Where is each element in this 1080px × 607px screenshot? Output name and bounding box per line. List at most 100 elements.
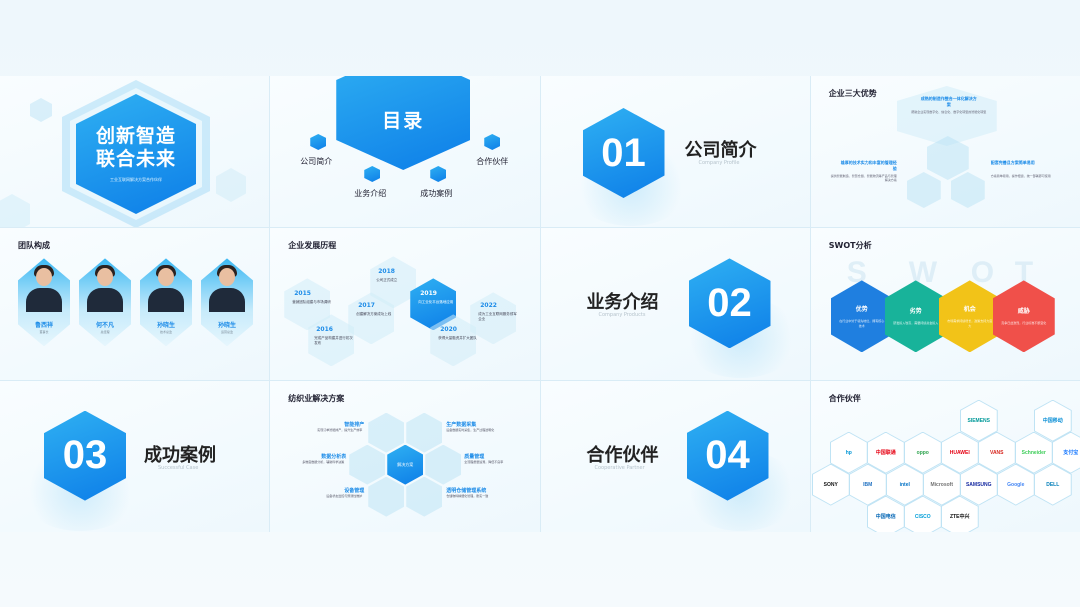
- case-icon: [430, 166, 447, 182]
- partner-logo-text: VANS: [989, 449, 1004, 456]
- member-name: 孙晓生: [217, 322, 236, 330]
- solution-icon-hex: [425, 444, 462, 485]
- solution-label: 设备管理: [344, 487, 365, 494]
- slide-team[interactable]: 团队构成 鲁西祥 董事长 何不凡 总经理 孙晓生 技术总监: [0, 228, 270, 380]
- solution-icon-hex: [349, 444, 386, 485]
- solution-desc: 多维度数据分析，辅助科学决策: [302, 459, 345, 464]
- cover-title-line2: 联合未来: [95, 148, 176, 170]
- timeline-year: 2017: [358, 302, 375, 310]
- slide-section-02[interactable]: 业务介绍 Company Products 02: [540, 228, 810, 380]
- avatar-face: [97, 268, 113, 287]
- slide-title: 企业发展历程: [288, 241, 337, 251]
- team-member: 孙晓生 运营总监: [201, 258, 253, 347]
- slide-grid: 创新智造 联合未来 工业互联网解决方案合作伙伴 目录 公司简介 业务介绍 成功案…: [0, 76, 1080, 532]
- solution-desc: 仓储物料精细化管理，账实一致: [446, 493, 489, 498]
- partner-logo-text: SAMSUNG: [965, 481, 992, 488]
- partner-logo-text: 中国联通: [875, 450, 896, 457]
- timeline-year: 2019: [420, 290, 437, 298]
- timeline-desc: 完成产品构建并进行初次发布: [314, 336, 353, 346]
- slide-cover[interactable]: 创新智造 联合未来 工业互联网解决方案合作伙伴: [0, 76, 270, 228]
- slide-textile[interactable]: 纺织业解决方案 解决方案 智能排产 实现订单智能排产，提升生产效率 生产数据采集…: [270, 380, 540, 532]
- toc-hex: 目录: [336, 76, 471, 170]
- toc-title: 目录: [382, 109, 425, 132]
- timeline-desc: 公司正式成立: [376, 278, 398, 283]
- timeline-desc: 营销团队组建与市场调研: [292, 300, 331, 305]
- swot-desc: 竞争日益激烈，行业标准不断变化: [1001, 321, 1047, 326]
- solution-desc: 设备数据实时采集，生产过程透明化: [446, 427, 495, 432]
- solution-icon-hex: [406, 476, 443, 517]
- slide-title: 纺织业解决方案: [288, 393, 345, 403]
- avatar-body: [87, 288, 123, 313]
- slide-section-01[interactable]: 01 公司简介 Company Profile: [540, 76, 810, 228]
- partner-logo-text: HUAWEI: [949, 449, 970, 456]
- advantage-desc-2: 提供智能制造、智慧仓储、智能物流等产品与管理解决方案: [830, 174, 897, 182]
- decor-hex: [216, 168, 246, 202]
- solution-item: 智能排产 实现订单智能排产，提升生产效率: [292, 421, 364, 433]
- timeline-year: 2016: [316, 326, 333, 334]
- swot-title: 优势: [855, 305, 868, 313]
- swot-opportunity: 机会 市场需求持续增长，政策支持力度大: [938, 280, 1001, 353]
- partner-logo-text: 中国移动: [1042, 418, 1063, 425]
- swot-weakness: 劣势 研发投入较高，需要持续资金投入: [884, 280, 947, 353]
- section-title: 合作伙伴: [586, 444, 659, 466]
- section-title: 成功案例: [144, 444, 216, 466]
- swot-threat: 威胁 竞争日益激烈，行业标准不断变化: [992, 280, 1055, 353]
- swot-title: 机会: [963, 305, 976, 313]
- solution-icon-hex: [368, 476, 405, 517]
- solution-label: 透明仓储管理系统: [446, 487, 487, 494]
- solution-item: 生产数据采集 设备数据实时采集，生产过程透明化: [446, 421, 516, 433]
- slide-section-04[interactable]: 合作伙伴 Cooperative Partner 04: [540, 380, 810, 532]
- toc-item-business[interactable]: 业务介绍: [354, 189, 387, 198]
- member-role: 技术总监: [159, 330, 172, 335]
- advantage-hex-1: [896, 86, 997, 146]
- cover-title-line1: 创新智造: [95, 125, 176, 147]
- section-number: 02: [707, 280, 752, 325]
- slide-title: 团队构成: [18, 241, 50, 251]
- timeline-year: 2020: [440, 326, 457, 334]
- solution-label: 数据分析表: [321, 453, 347, 460]
- section-number: 01: [601, 130, 646, 175]
- swot-letter: T: [1014, 256, 1034, 290]
- slide-section-03[interactable]: 03 成功案例 Successful Case: [0, 380, 270, 532]
- partner-logo-text: Schneider: [1021, 449, 1046, 456]
- section-title: 业务介绍: [586, 292, 659, 314]
- advantage-icon-hex: [906, 172, 941, 208]
- partner-logo-text: Microsoft: [930, 481, 954, 488]
- slide-history[interactable]: 企业发展历程 2015 营销团队组建与市场调研 2016 完成产品构建并进行初次…: [270, 228, 540, 380]
- swot-strength: 优势 在行业中处于领先地位，拥有核心技术: [830, 280, 893, 353]
- avatar-face: [36, 268, 52, 287]
- team-member: 何不凡 总经理: [79, 258, 131, 347]
- solution-center-label: 解决方案: [397, 461, 414, 467]
- solution-desc: 实现订单智能排产，提升生产效率: [317, 427, 363, 432]
- decor-hex: [0, 194, 30, 228]
- advantage-title-2: 雄厚的技术实力和丰富的管理经验: [840, 160, 897, 171]
- timeline-desc: 创建解决方案成功上线: [356, 312, 392, 317]
- solution-item: 数据分析表 多维度数据分析，辅助科学决策: [274, 453, 346, 465]
- section-number: 03: [62, 433, 108, 478]
- toc-item-profile[interactable]: 公司简介: [300, 157, 333, 166]
- solution-item: 设备管理 设备状态监控与预测性维护: [292, 487, 364, 499]
- slide-advantages[interactable]: 企业三大优势 成熟的制造作整合一体化解决方案 帮助企业实现数字化、信息化、数字化…: [810, 76, 1080, 228]
- member-name: 何不凡: [95, 322, 114, 330]
- swot-title: 劣势: [909, 308, 922, 316]
- solution-icon-hex: [368, 412, 405, 453]
- swot-desc: 在行业中处于领先地位，拥有核心技术: [839, 318, 885, 328]
- partner-logo-text: SIEMENS: [967, 417, 990, 424]
- slide-title: 企业三大优势: [828, 89, 877, 98]
- solution-center-hex: 解决方案: [387, 444, 424, 485]
- avatar-body: [148, 288, 184, 313]
- partner-icon: [484, 134, 501, 150]
- section-number: 04: [705, 433, 750, 478]
- slide-toc[interactable]: 目录 公司简介 业务介绍 成功案例 合作伙伴: [270, 76, 540, 228]
- toc-item-cases[interactable]: 成功案例: [420, 189, 453, 198]
- member-name: 孙晓生: [156, 322, 175, 330]
- section-subtitle: Cooperative Partner: [594, 464, 645, 471]
- partner-logo-text: intel: [899, 481, 910, 488]
- member-role: 运营总监: [220, 330, 233, 335]
- timeline-desc: 向工业化平台落地应用: [418, 300, 454, 305]
- toc-item-partners[interactable]: 合作伙伴: [476, 157, 509, 166]
- section-subtitle: Company Profile: [698, 160, 740, 166]
- slide-title: 合作伙伴: [828, 393, 861, 403]
- slide-swot[interactable]: SWOT分析 S W O T 优势 在行业中处于领先地位，拥有核心技术 劣势 研…: [810, 228, 1080, 380]
